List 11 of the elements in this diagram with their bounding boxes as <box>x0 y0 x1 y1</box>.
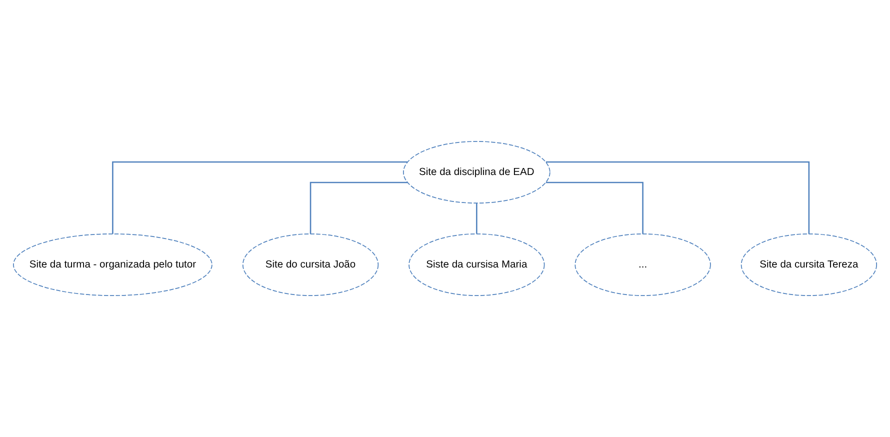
node-ellipse: Site da cursita Tereza <box>740 233 878 296</box>
node-ellipse: ... <box>574 233 711 296</box>
connector <box>546 182 644 234</box>
node-ellipse: Site da disciplina de EAD <box>403 141 550 204</box>
node-ellipse: Site do cursita João <box>242 233 379 296</box>
connector <box>310 182 408 234</box>
connector <box>476 203 478 234</box>
connector <box>546 161 810 234</box>
node-ellipse: Siste da cursisa Maria <box>408 233 545 296</box>
connector <box>112 161 408 234</box>
node-ellipse: Site da turma - organizada pelo tutor <box>13 233 212 296</box>
